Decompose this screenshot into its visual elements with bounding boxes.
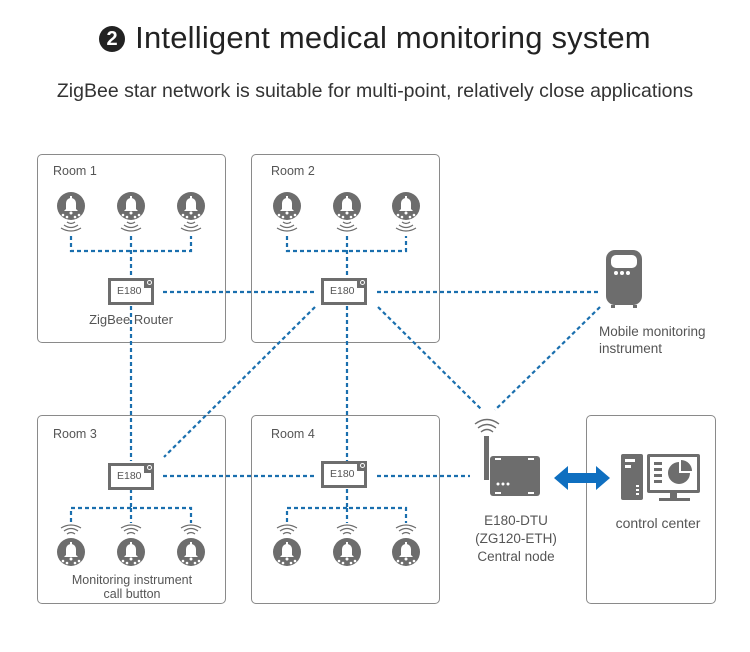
control-center-label: control center bbox=[615, 515, 701, 531]
zigbee-router-caption: ZigBee Router bbox=[89, 312, 173, 327]
portable-monitor-icon bbox=[606, 250, 642, 308]
room-1-label: Room 1 bbox=[53, 164, 97, 178]
step-number-badge: 2 bbox=[99, 26, 126, 52]
router-indicator-icon bbox=[144, 463, 154, 473]
room3-bus bbox=[69, 489, 193, 523]
link-r2-r3 bbox=[163, 306, 316, 458]
subtitle: ZigBee star network is suitable for mult… bbox=[56, 80, 694, 102]
control-center-box bbox=[586, 415, 716, 604]
call-button-caption: Monitoring instrument call button bbox=[42, 573, 222, 601]
call-buttons-room3 bbox=[57, 524, 205, 566]
room-2-box bbox=[251, 154, 440, 343]
central-node-submodel: (ZG120-ETH) bbox=[475, 531, 557, 546]
router-label: E180 bbox=[330, 468, 355, 480]
central-node-model: E180-DTU bbox=[484, 513, 548, 528]
router-room-1: E180 bbox=[108, 278, 154, 305]
room-3-label: Room 3 bbox=[53, 427, 97, 441]
room4-bus bbox=[285, 489, 408, 523]
call-button-caption-line2: call button bbox=[103, 587, 161, 601]
title-text: Intelligent medical monitoring system bbox=[135, 20, 651, 55]
router-label: E180 bbox=[330, 285, 355, 297]
link-r2-dtu bbox=[377, 306, 483, 411]
room1-bus bbox=[69, 236, 193, 278]
router-label: E180 bbox=[117, 470, 142, 482]
room-4-label: Room 4 bbox=[271, 427, 315, 441]
call-buttons-room2 bbox=[273, 192, 420, 232]
computer-dashboard-icon bbox=[621, 454, 700, 501]
router-indicator-icon bbox=[357, 278, 367, 288]
page-title: 2 Intelligent medical monitoring system bbox=[0, 20, 750, 56]
zigbee-links bbox=[69, 236, 601, 523]
call-button-caption-line1: Monitoring instrument bbox=[71, 573, 193, 587]
room2-bus bbox=[285, 236, 408, 278]
gateway-router-icon bbox=[474, 418, 540, 496]
call-buttons-room4 bbox=[273, 524, 420, 566]
router-label: E180 bbox=[117, 285, 142, 297]
link-mobile-dtu bbox=[494, 306, 601, 411]
room-3-box bbox=[37, 415, 226, 604]
router-indicator-icon bbox=[357, 461, 367, 471]
router-room-4: E180 bbox=[321, 461, 367, 488]
room-4-box bbox=[251, 415, 440, 604]
central-node-role: Central node bbox=[477, 549, 555, 564]
router-room-3: E180 bbox=[108, 463, 154, 490]
mobile-instrument-line1: Mobile monitoring bbox=[599, 324, 706, 339]
router-indicator-icon bbox=[144, 278, 154, 288]
central-node-caption: E180-DTU (ZG120-ETH) Central node bbox=[460, 512, 572, 566]
bidirectional-arrow-icon bbox=[554, 466, 610, 490]
call-buttons-room1 bbox=[57, 192, 205, 232]
router-room-2: E180 bbox=[321, 278, 367, 305]
room-2-label: Room 2 bbox=[271, 164, 315, 178]
mobile-instrument-line2: instrument bbox=[599, 341, 663, 356]
mobile-instrument-caption: Mobile monitoring instrument bbox=[599, 323, 706, 357]
